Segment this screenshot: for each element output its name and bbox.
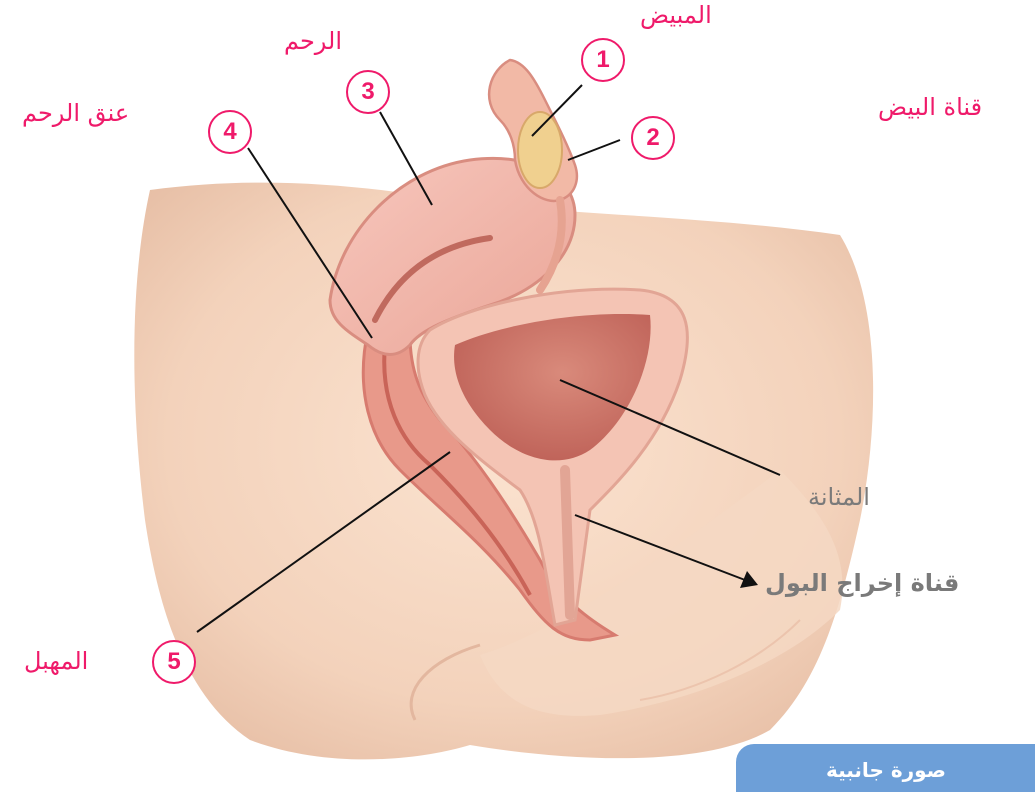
label-fallopian-tube: قناة البيض — [878, 94, 982, 120]
number-badge-ovary: 1 — [581, 38, 625, 82]
number-badge-vagina: 5 — [152, 640, 196, 684]
number-badge-cervix: 4 — [208, 110, 252, 154]
label-cervix: عنق الرحم — [22, 100, 129, 126]
label-urethra: قناة إخراج البول — [765, 570, 959, 596]
caption-tab: صورة جانبية — [736, 744, 1035, 792]
number-badge-ovary-text: 1 — [596, 46, 609, 74]
label-ovary: المبيض — [640, 2, 712, 28]
caption-text: صورة جانبية — [826, 758, 946, 782]
number-badge-fallopian-tube: 2 — [631, 116, 675, 160]
number-badge-fallopian-tube-text: 2 — [646, 124, 659, 152]
number-badge-uterus: 3 — [346, 70, 390, 114]
number-badge-vagina-text: 5 — [167, 648, 180, 676]
leader-line-fallopian-tube — [568, 140, 620, 160]
number-badge-cervix-text: 4 — [223, 118, 236, 146]
label-bladder: المثانة — [808, 484, 870, 510]
number-badge-uterus-text: 3 — [361, 78, 374, 106]
label-uterus: الرحم — [284, 28, 342, 54]
label-vagina: المهبل — [24, 648, 88, 674]
